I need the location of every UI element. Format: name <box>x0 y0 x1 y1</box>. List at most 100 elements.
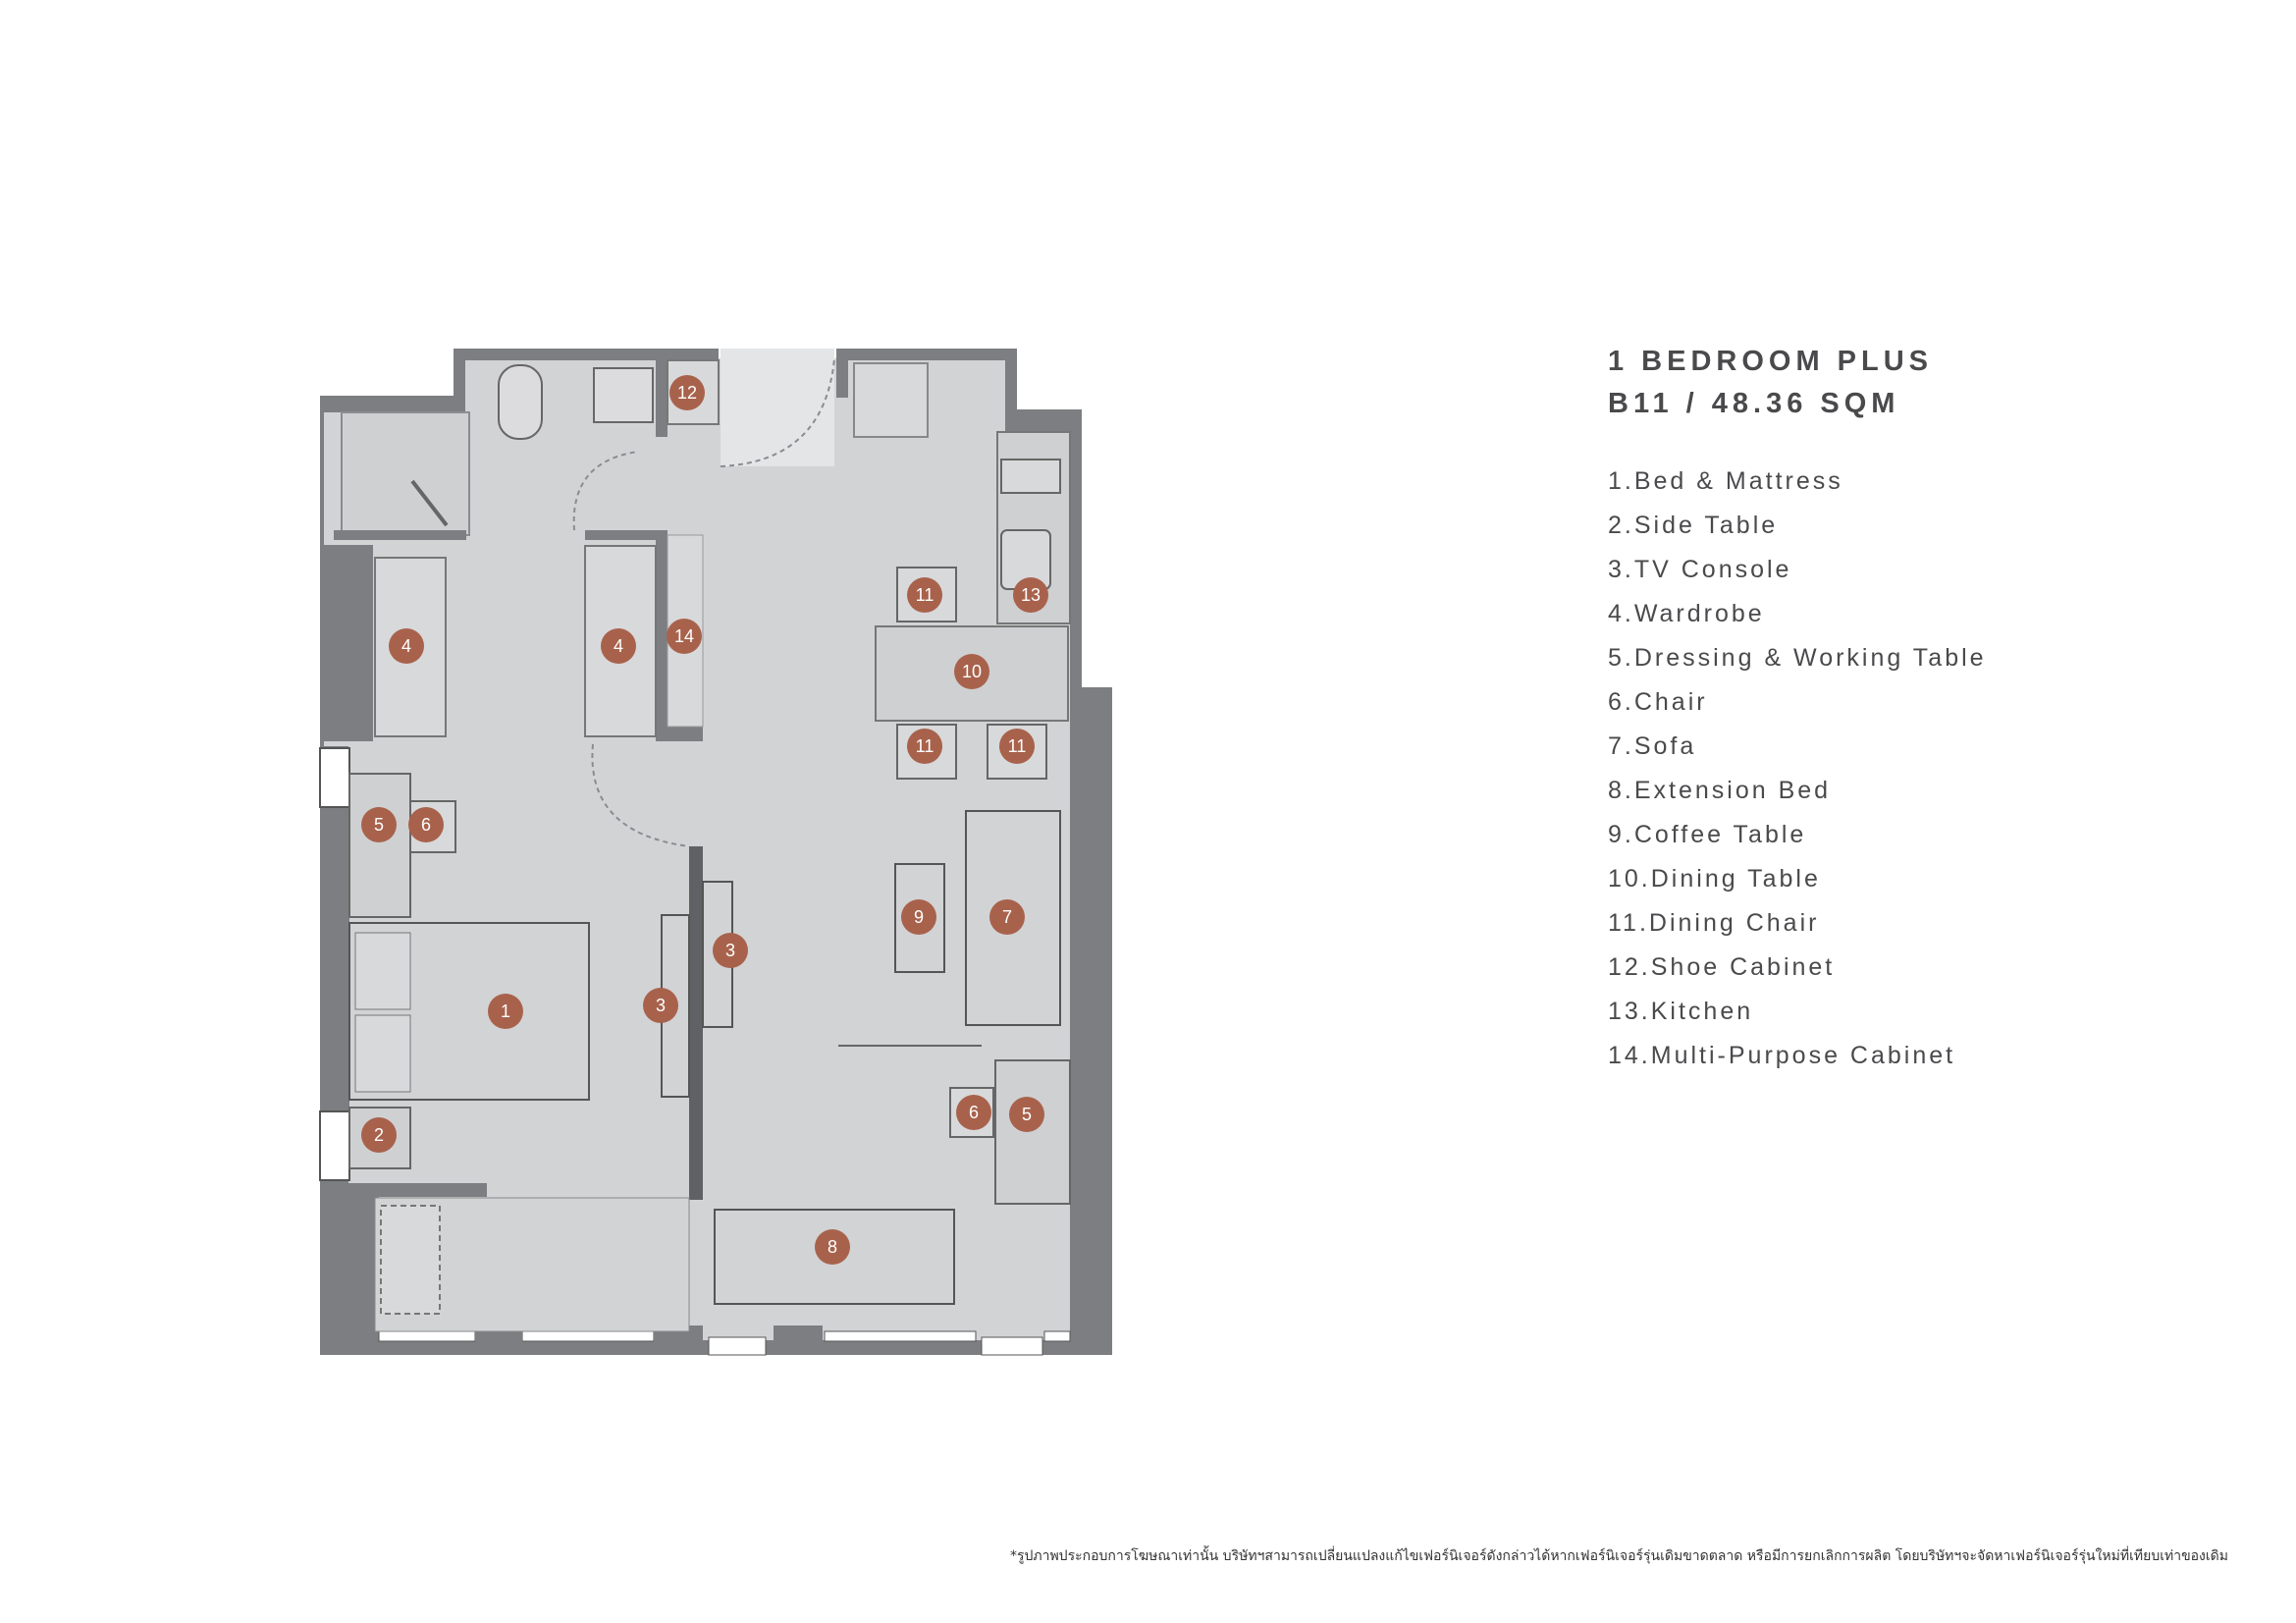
marker-number: 12 <box>677 383 697 403</box>
window-bottom-2 <box>521 1330 655 1342</box>
cabinet-wall-foot <box>667 727 703 741</box>
furniture-marker: 11 <box>999 729 1035 764</box>
marker-circle <box>488 994 523 1029</box>
marker-circle <box>989 899 1025 935</box>
furniture-marker: 2 <box>361 1117 397 1153</box>
marker-number: 11 <box>916 585 934 605</box>
shower-door <box>410 479 449 527</box>
furniture-marker: 4 <box>389 628 424 664</box>
furniture-marker: 14 <box>667 619 702 654</box>
shoe-wall <box>656 353 667 437</box>
side-wall-upper <box>320 545 373 741</box>
window-left-1 <box>319 747 350 808</box>
furniture-marker: 9 <box>901 899 936 935</box>
marker-circle <box>907 577 942 613</box>
marker-circle <box>956 1095 991 1130</box>
marker-number: 11 <box>1008 736 1027 756</box>
furniture-marker: 12 <box>669 375 705 410</box>
marker-number: 6 <box>421 815 431 835</box>
marker-number: 5 <box>1022 1105 1032 1124</box>
furniture-marker: 11 <box>907 729 942 764</box>
furniture-marker: 1 <box>488 994 523 1029</box>
furniture-marker: 11 <box>907 577 942 613</box>
furniture-marker: 13 <box>1013 577 1048 613</box>
marker-number: 4 <box>401 636 411 656</box>
unit-title: 1 BEDROOM PLUS <box>1608 346 1934 377</box>
disclaimer: *รูปภาพประกอบการโฆษณาเท่านั้น บริษัทฯสาม… <box>1009 1548 2228 1564</box>
marker-circle <box>667 619 702 654</box>
entry-door-swing <box>720 357 835 467</box>
legend-item: 8.Extension Bed <box>1608 777 1832 804</box>
legend-item: 7.Sofa <box>1608 732 1697 760</box>
furniture-marker: 6 <box>956 1095 991 1130</box>
pillow-2 <box>354 1014 411 1093</box>
legend-item: 12.Shoe Cabinet <box>1608 953 1836 981</box>
marker-number: 10 <box>962 662 982 681</box>
fridge <box>853 362 929 438</box>
marker-circle <box>361 807 397 842</box>
bathroom-door-swing <box>572 451 639 531</box>
furniture-marker: 5 <box>361 807 397 842</box>
legend-item: 9.Coffee Table <box>1608 821 1807 848</box>
marker-number: 7 <box>1002 907 1012 927</box>
marker-number: 5 <box>374 815 384 835</box>
marker-circle <box>601 628 636 664</box>
furniture-marker: 4 <box>601 628 636 664</box>
marker-circle <box>999 729 1035 764</box>
legend-item: 5.Dressing & Working Table <box>1608 644 1987 672</box>
entry-gap-bottom-2 <box>981 1336 1043 1356</box>
dressing-table-right <box>994 1059 1071 1205</box>
legend-item: 4.Wardrobe <box>1608 600 1765 627</box>
marker-circle <box>954 654 989 689</box>
marker-number: 1 <box>501 1001 510 1021</box>
marker-number: 3 <box>725 941 735 960</box>
window-bottom-4 <box>1043 1330 1071 1342</box>
balcony-wall-left <box>320 1183 487 1197</box>
entry-gap-bottom <box>708 1336 767 1356</box>
marker-circle <box>815 1229 850 1265</box>
marker-number: 3 <box>656 996 666 1015</box>
bedroom-partition <box>689 846 703 1200</box>
marker-circle <box>901 899 936 935</box>
bathroom-wall <box>334 530 466 540</box>
marker-circle <box>713 933 748 968</box>
marker-number: 11 <box>916 736 934 756</box>
legend-item: 3.TV Console <box>1608 556 1792 583</box>
furniture-marker: 8 <box>815 1229 850 1265</box>
furniture-marker: 3 <box>643 988 678 1023</box>
furniture-marker: 3 <box>713 933 748 968</box>
marker-circle <box>669 375 705 410</box>
marker-circle <box>643 988 678 1023</box>
hob <box>1000 459 1061 494</box>
furniture-marker: 7 <box>989 899 1025 935</box>
legend-item: 14.Multi-Purpose Cabinet <box>1608 1042 1956 1069</box>
marker-number: 8 <box>828 1237 837 1257</box>
marker-number: 2 <box>374 1125 384 1145</box>
furniture-marker: 6 <box>408 807 444 842</box>
furniture-marker: 10 <box>954 654 989 689</box>
marker-number: 6 <box>969 1103 979 1122</box>
legend-item: 2.Side Table <box>1608 512 1779 539</box>
side-wall-lower <box>320 889 349 1109</box>
window-bottom-1 <box>378 1330 476 1342</box>
legend-item: 6.Chair <box>1608 688 1708 716</box>
marker-circle <box>1013 577 1048 613</box>
bedroom-door-swing <box>591 743 690 847</box>
unit-size: B11 / 48.36 SQM <box>1608 388 1900 419</box>
bathroom-floor <box>341 411 470 536</box>
legend-item: 10.Dining Table <box>1608 865 1821 893</box>
wardrobe-wall <box>585 530 656 540</box>
legend-item: 11.Dining Chair <box>1608 909 1820 937</box>
entrance <box>721 349 834 466</box>
marker-circle <box>1009 1097 1044 1132</box>
washing-machine <box>380 1205 441 1315</box>
marker-number: 13 <box>1021 585 1041 605</box>
column-bottom-3 <box>774 1325 823 1349</box>
legend-item: 13.Kitchen <box>1608 998 1754 1025</box>
furniture-marker: 5 <box>1009 1097 1044 1132</box>
kitchen-step <box>836 349 848 398</box>
marker-number: 14 <box>674 626 694 646</box>
